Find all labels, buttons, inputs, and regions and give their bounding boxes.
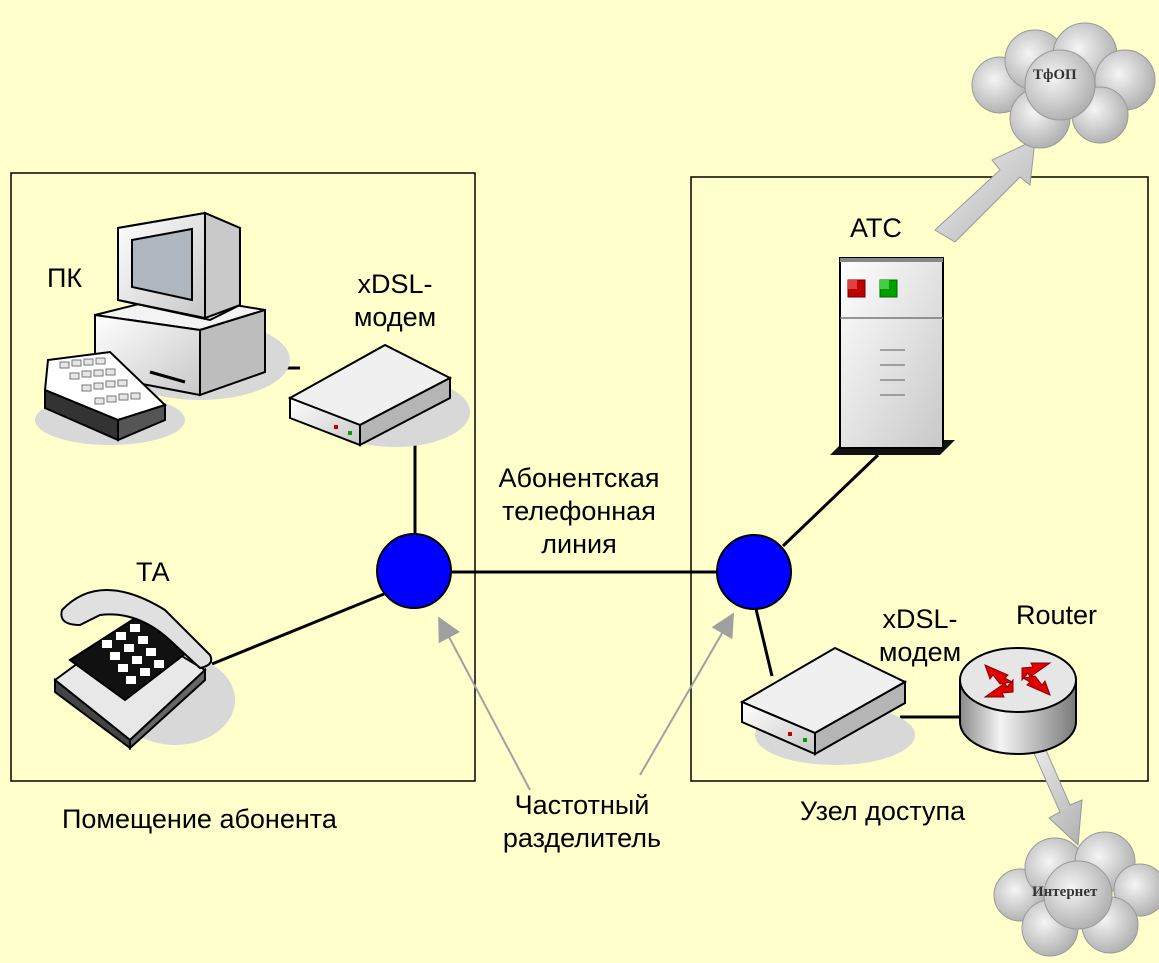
router-icon bbox=[959, 647, 1077, 755]
router-label: Router bbox=[1016, 600, 1098, 630]
xdsl-modem-right-label: xDSL- модем bbox=[860, 603, 980, 669]
subscriber-line-label: Абонентская телефонная линия bbox=[474, 462, 684, 561]
phone-icon bbox=[53, 589, 235, 751]
pstn-cloud-label: ТфОП bbox=[1033, 67, 1077, 83]
modem-icon bbox=[739, 646, 915, 765]
access-node-label: Узел доступа bbox=[800, 796, 966, 826]
splitter-modem-line bbox=[754, 608, 774, 677]
ats-label: АТС bbox=[850, 213, 902, 243]
splitter-left bbox=[376, 533, 452, 609]
splitter-label: Частотный разделитель bbox=[482, 789, 682, 855]
xdsl-modem-right-line-1: xDSL- bbox=[882, 604, 958, 634]
router-to-internet-arrow bbox=[1023, 740, 1083, 847]
connection-lines bbox=[211, 366, 960, 719]
subscriber-premises-label: Помещение абонента bbox=[62, 804, 337, 834]
line-label-3: линия bbox=[541, 529, 617, 559]
phone-splitter-line bbox=[211, 592, 385, 666]
splitter-right bbox=[716, 534, 792, 610]
splitter-ats-line bbox=[781, 453, 880, 548]
ats-icon bbox=[830, 257, 955, 455]
cloud-icon bbox=[971, 22, 1156, 149]
line-label-2: телефонная bbox=[502, 496, 656, 526]
xdsl-modem-left-label: xDSL- модем bbox=[335, 268, 455, 334]
pc-label: ПК bbox=[47, 263, 83, 293]
cloud-icon bbox=[993, 831, 1159, 957]
pc-icon bbox=[35, 211, 290, 445]
splitter-label-2: разделитель bbox=[502, 823, 662, 853]
splitter-pointer-right bbox=[639, 612, 735, 776]
xdsl-modem-right-line-2: модем bbox=[878, 637, 962, 667]
modem-icon bbox=[287, 343, 470, 447]
internet-cloud-label: Интернет bbox=[1032, 884, 1098, 900]
splitter-label-1: Частотный bbox=[514, 790, 650, 820]
xdsl-modem-left-line-1: xDSL- bbox=[357, 269, 433, 299]
subscriber-premises-frame bbox=[10, 172, 476, 782]
xdsl-modem-left-line-2: модем bbox=[353, 302, 437, 332]
splitter-pointer-left bbox=[438, 616, 531, 791]
phone-label: ТА bbox=[136, 557, 170, 587]
line-label-1: Абонентская bbox=[498, 463, 660, 493]
ats-to-pstn-arrow bbox=[934, 139, 1036, 243]
access-node-frame bbox=[690, 176, 1149, 782]
